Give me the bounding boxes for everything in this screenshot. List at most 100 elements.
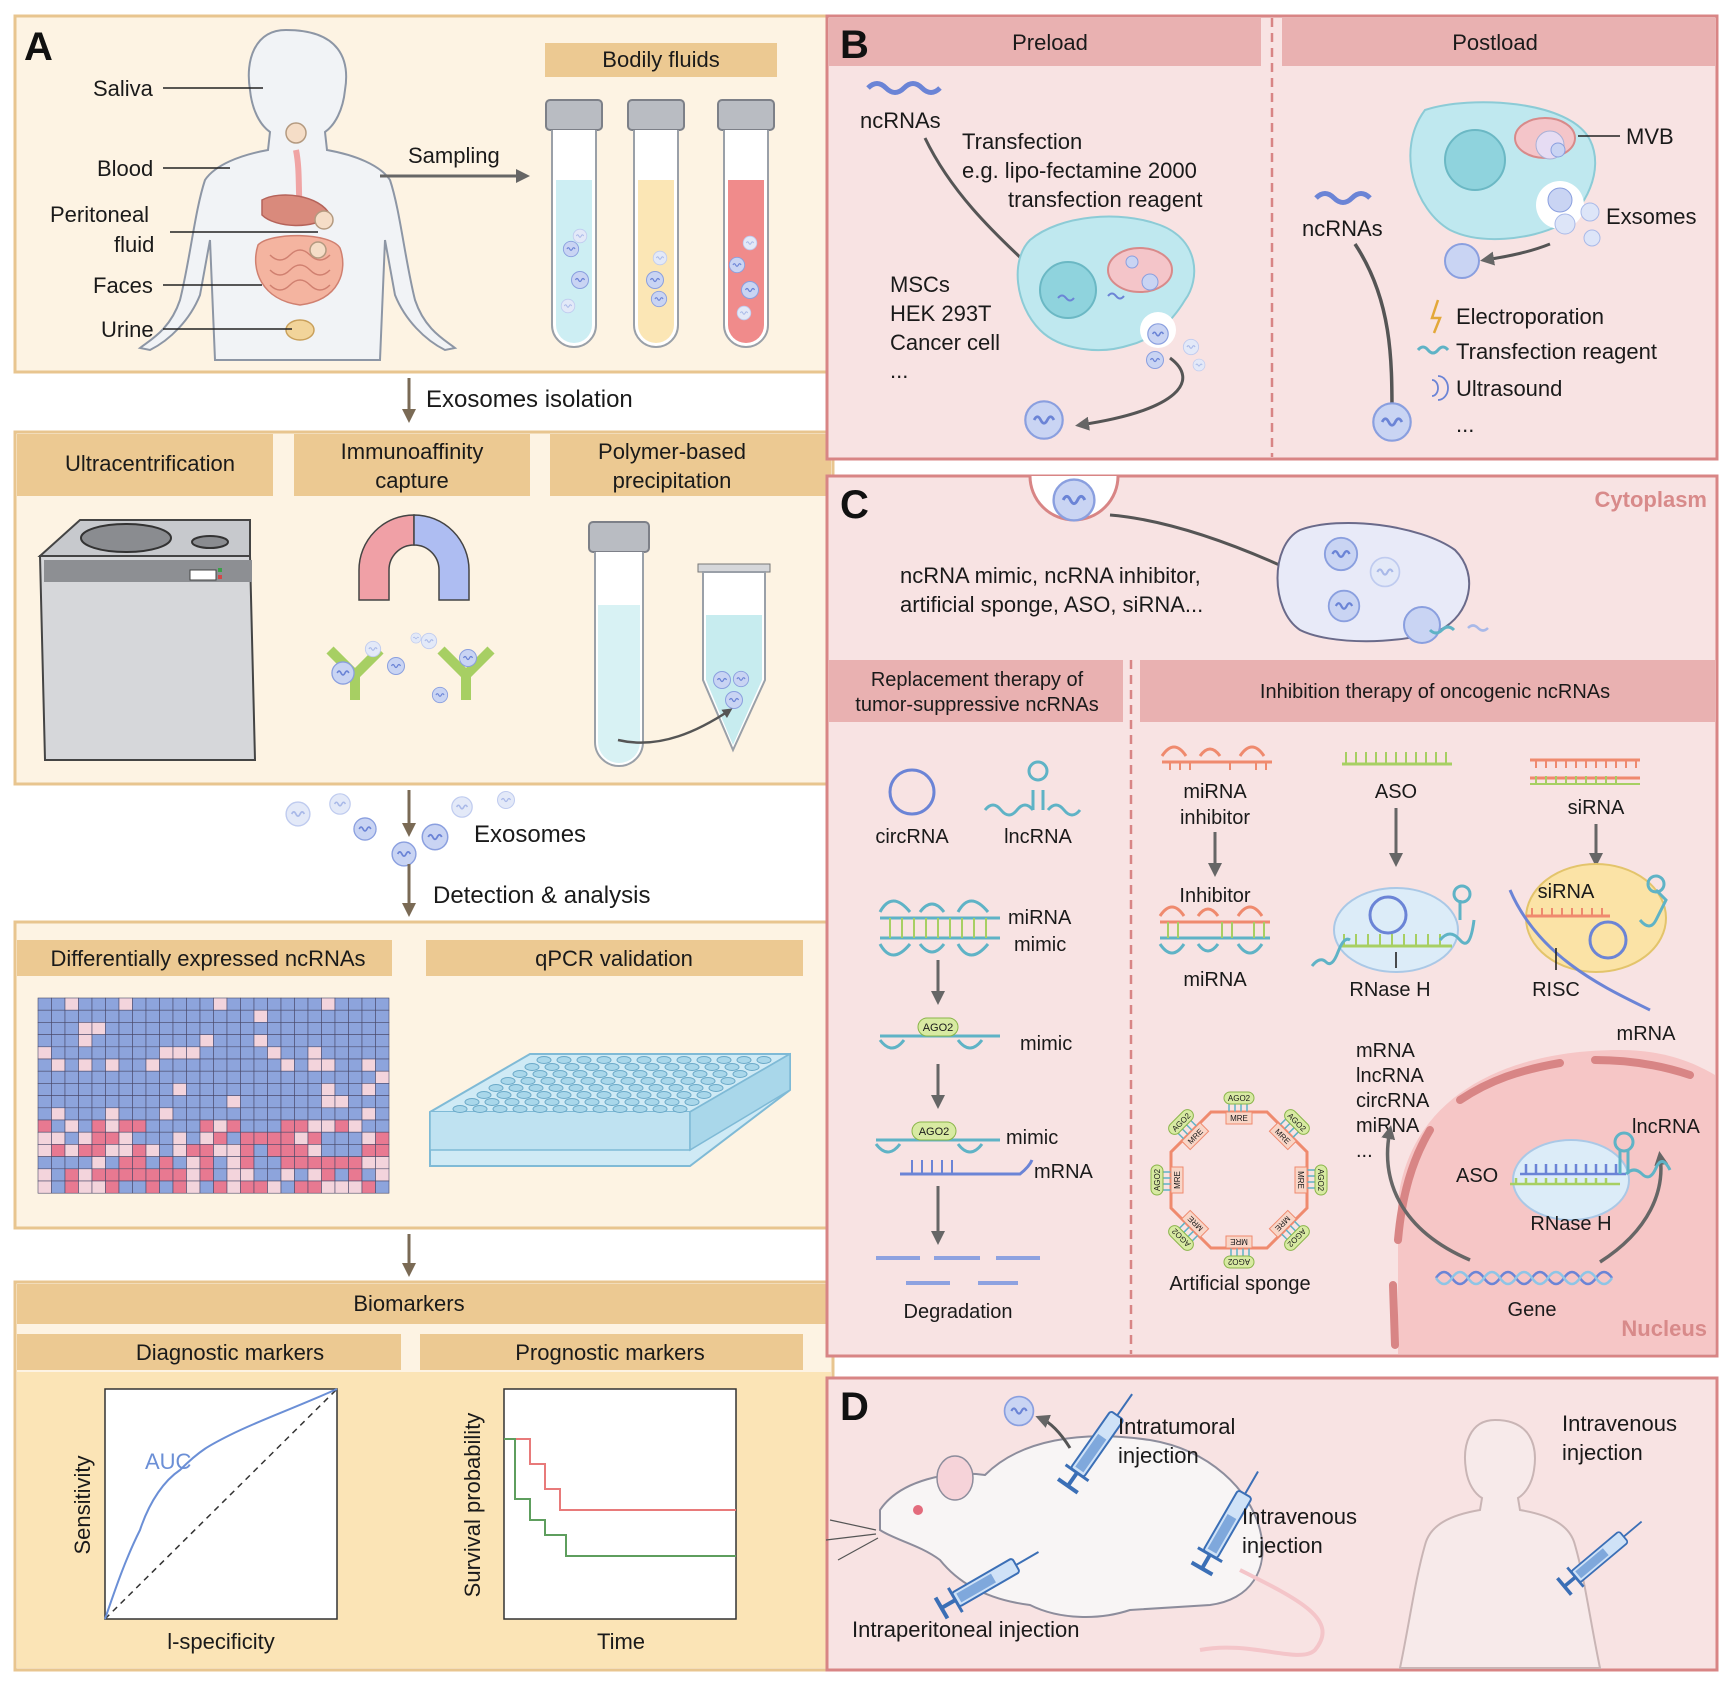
heatmap-cell (186, 1070, 201, 1084)
inhibitor-duplex (1158, 905, 1270, 955)
sponge-binding-lines (1177, 1120, 1198, 1140)
heatmap-cell (145, 997, 160, 1011)
heatmap-cell (172, 1144, 187, 1157)
heatmap-cell (51, 1095, 66, 1109)
heatmap-cell (240, 1180, 255, 1194)
heatmap-cell (145, 1070, 160, 1084)
tube-urine (627, 99, 685, 348)
heatmap-cell (199, 1131, 214, 1145)
heatmap-cell (186, 1180, 201, 1194)
heatmap-cell (145, 1034, 160, 1048)
heatmap-cell (37, 1058, 52, 1072)
mre-label: MRE (1296, 1171, 1305, 1189)
heatmap-cell (321, 1119, 336, 1133)
heatmap-cell (280, 1156, 295, 1170)
postload-arrow (1353, 243, 1399, 420)
heatmap-cell (105, 1168, 120, 1182)
heatmap-cell (213, 1046, 228, 1060)
heatmap-cell (132, 1131, 147, 1145)
heatmap-cell (145, 1131, 160, 1145)
loaded-exosome (1371, 401, 1413, 443)
heatmap-cell (91, 1156, 106, 1170)
heatmap-cell (294, 1034, 309, 1048)
qpcr-well (592, 1105, 608, 1113)
heatmap-cell (375, 1046, 390, 1060)
target-lncrna: lncRNA (1356, 1065, 1424, 1087)
immuno-title-2: capture (375, 468, 448, 493)
heatmap-cell (132, 1009, 147, 1023)
heatmap-cell (78, 1144, 93, 1157)
heatmap-cell (132, 1144, 147, 1157)
heatmap-cell (186, 1046, 201, 1060)
heatmap-cell (145, 1168, 160, 1182)
heatmap-cell (64, 1180, 79, 1194)
qpcr-well (492, 1105, 508, 1113)
heatmap-cell (172, 1009, 187, 1023)
mre-box (1170, 1166, 1184, 1194)
label-human-iv-2: injection (1562, 1440, 1643, 1465)
heatmap-cell (64, 1156, 79, 1170)
heatmap-cell (334, 1046, 349, 1060)
label-intratumoral-2: injection (1118, 1443, 1199, 1468)
qpcr-well (712, 1070, 728, 1078)
diagnostic-title: Diagnostic markers (136, 1340, 324, 1365)
qpcr-well (616, 1091, 632, 1099)
label-saliva: Saliva (93, 76, 154, 101)
label-risc: RISC (1532, 979, 1580, 1001)
heatmap-cell (280, 1119, 295, 1133)
heatmap-cell (280, 1107, 295, 1121)
qpcr-well (672, 1105, 688, 1113)
label-sirna-2: siRNA (1538, 881, 1595, 903)
target-circrna: circRNA (1356, 1090, 1430, 1112)
qpcr-well (572, 1105, 588, 1113)
qpcr-well (568, 1084, 584, 1092)
sponge-binding-lines (1228, 1104, 1248, 1112)
qpcr-well (684, 1063, 700, 1071)
heatmap-cell (240, 1034, 255, 1048)
heatmap-cell (145, 1046, 160, 1060)
heatmap-cell (253, 1144, 268, 1157)
heatmap-cell (37, 1144, 52, 1157)
inhibition-header (1140, 660, 1715, 722)
heatmap-cell (145, 1083, 160, 1096)
heatmap-cell (159, 1168, 174, 1182)
diagnostic-header (17, 1334, 401, 1370)
heatmap-cell (172, 1083, 187, 1096)
qpcr-well (668, 1084, 684, 1092)
heatmap-cell (213, 1168, 228, 1182)
lightning-icon (1430, 299, 1442, 334)
mouse-illustration (825, 1435, 1325, 1657)
ago2-box (1223, 1091, 1255, 1105)
heatmap-cell (334, 1168, 349, 1182)
heatmap-cell (361, 1009, 376, 1023)
label-rnase-h-2: RNase H (1530, 1213, 1611, 1235)
qpcr-well (648, 1084, 664, 1092)
heatmap-cell (132, 1107, 147, 1121)
label-mimic-2: mimic (1006, 1127, 1058, 1149)
heatmap-cell (280, 1083, 295, 1096)
heatmap-cell (51, 997, 66, 1011)
heatmap-cell (294, 1156, 309, 1170)
label-mrna: mRNA (1034, 1161, 1094, 1183)
heatmap-cell (132, 1034, 147, 1048)
qpcr-well (744, 1063, 760, 1071)
heatmap-cell (213, 1156, 228, 1170)
ago2-box (1284, 1109, 1310, 1135)
heatmap-cell (361, 1144, 376, 1157)
heatmap-cell (280, 1022, 295, 1035)
qpcr-well (512, 1105, 528, 1113)
qpcr-well (708, 1084, 724, 1092)
heatmap-cell (321, 1168, 336, 1182)
qpcr-well (508, 1084, 524, 1092)
mirna-inhibitor-icon (1160, 745, 1272, 770)
label-artificial-sponge: Artificial sponge (1169, 1273, 1310, 1295)
heatmap-cell (267, 1058, 282, 1072)
heatmap-cell (159, 1144, 174, 1157)
heatmap-cell (294, 1009, 309, 1023)
heatmap-cell (375, 1180, 390, 1194)
heatmap-cell (186, 1168, 201, 1182)
heatmap-cell (361, 1046, 376, 1060)
heatmap-cell (51, 1070, 66, 1084)
